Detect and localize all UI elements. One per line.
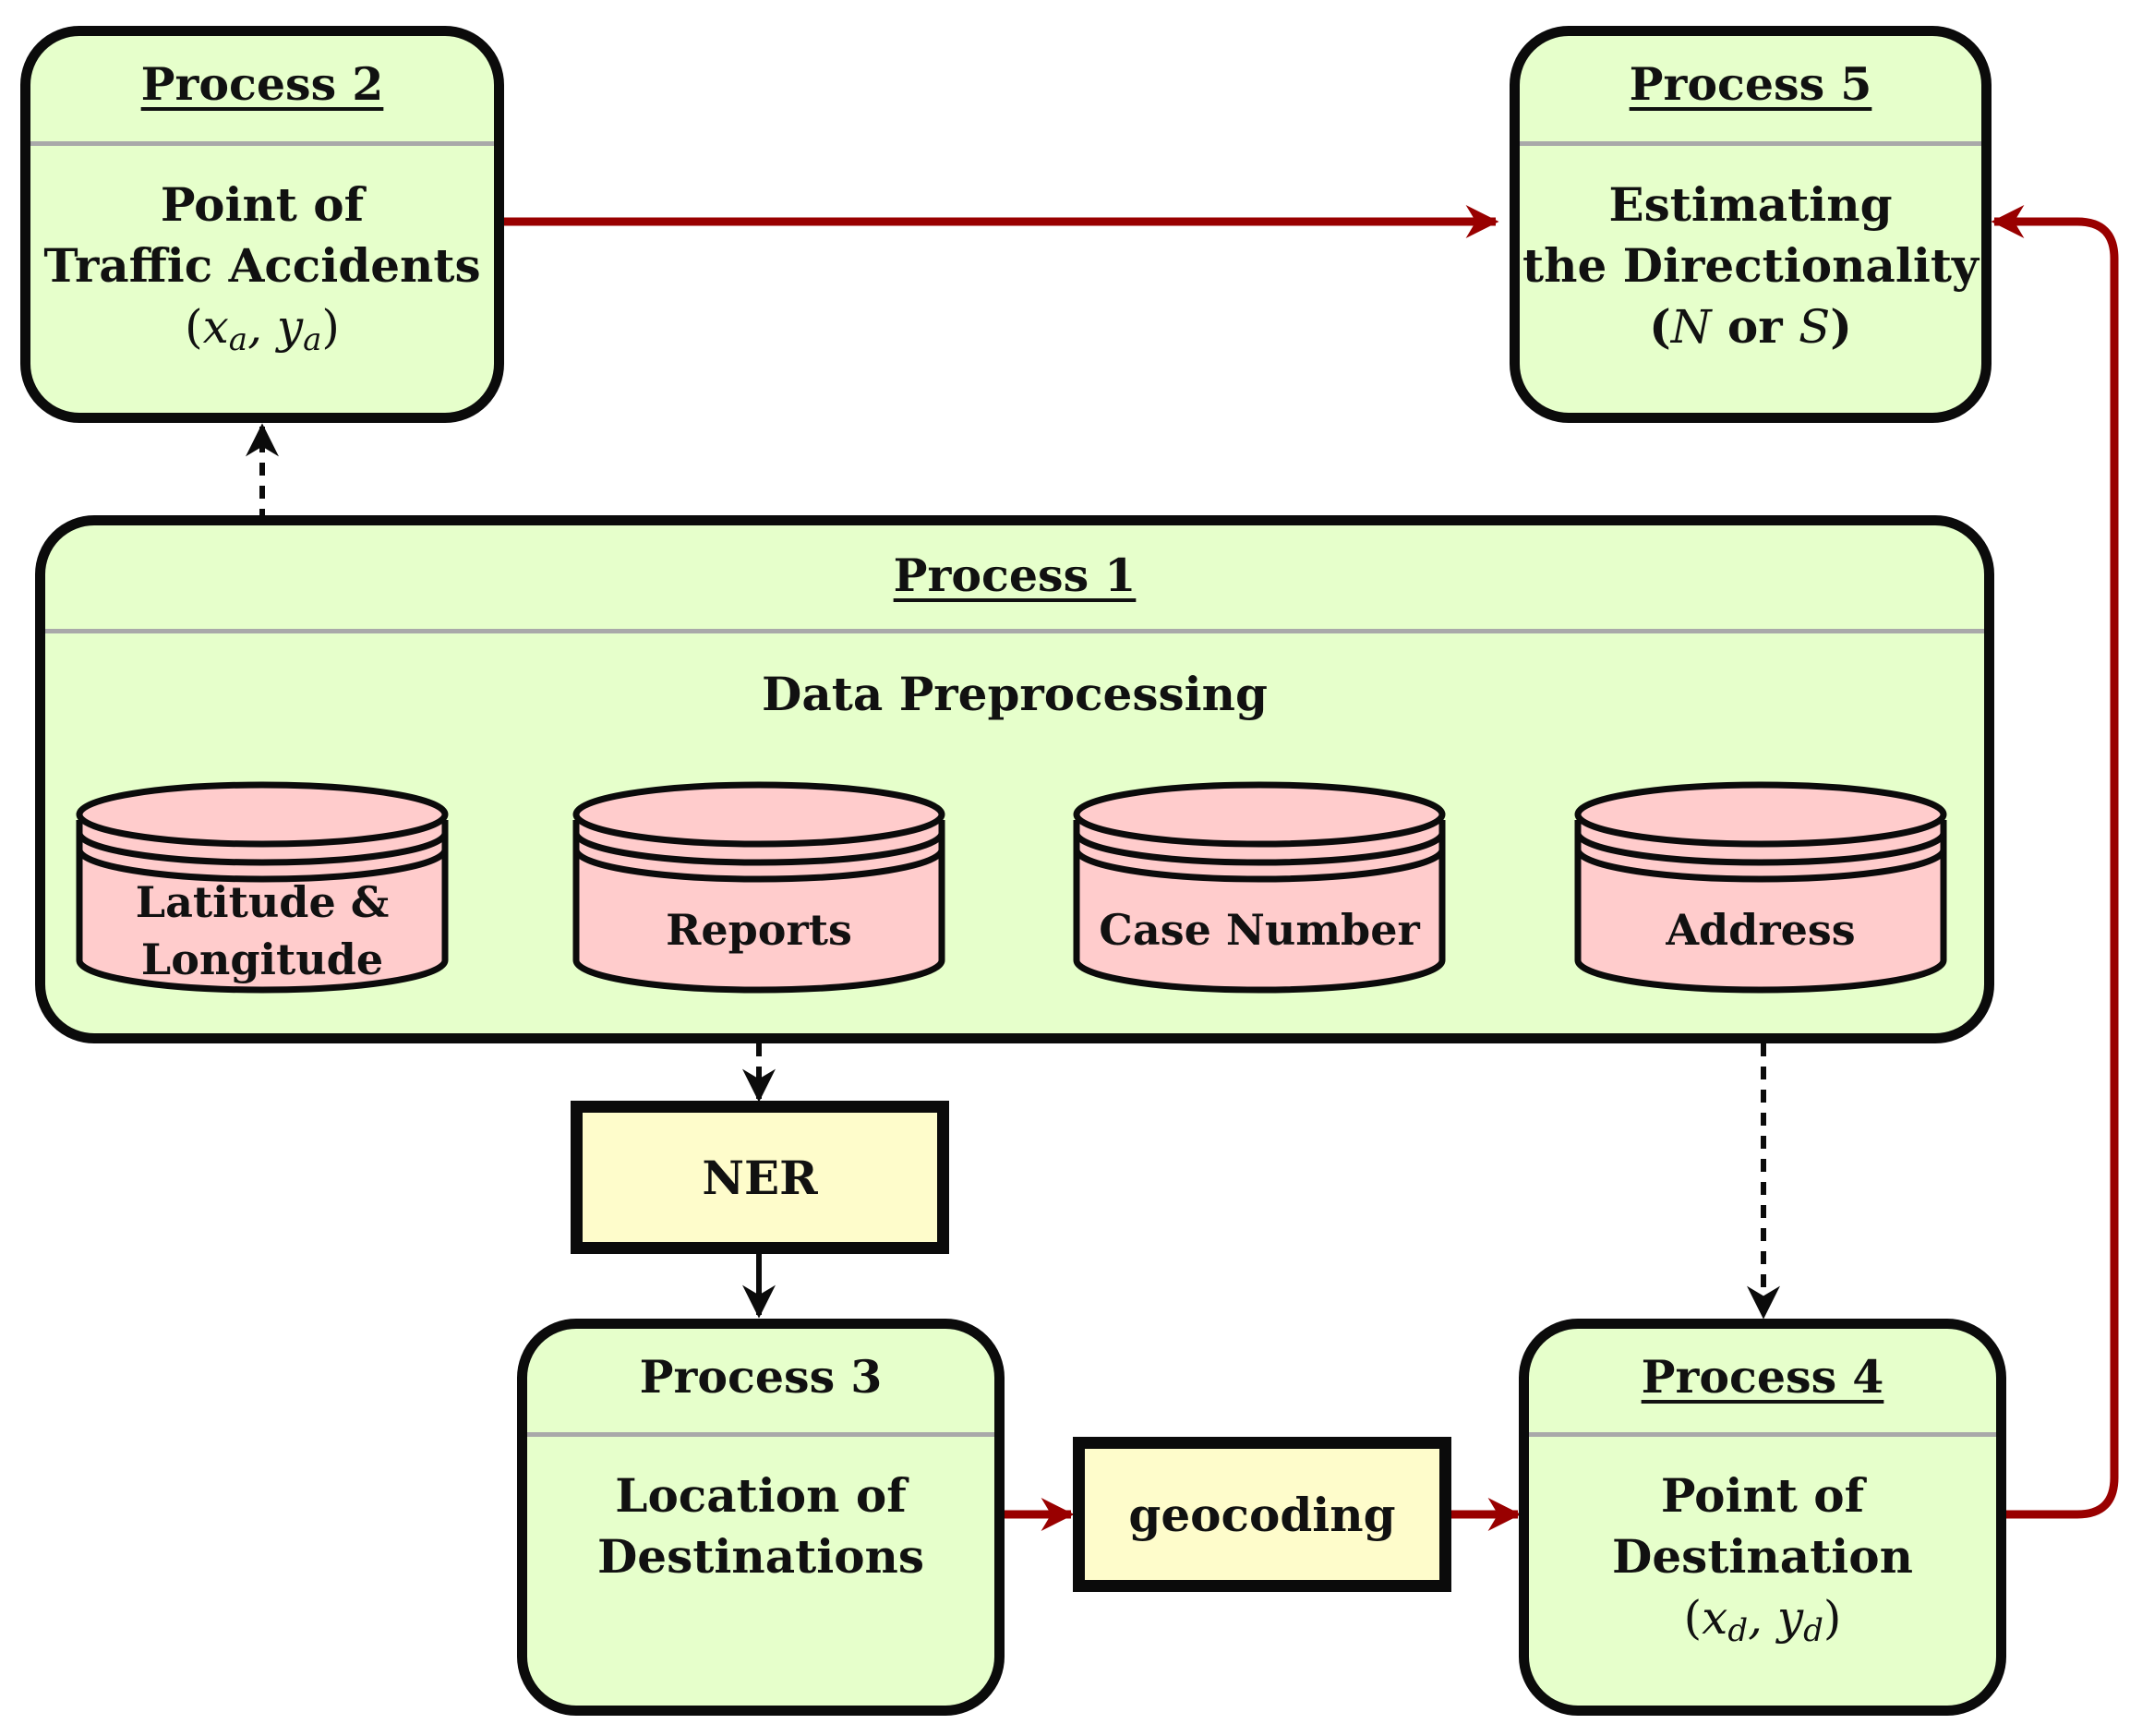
process5-line1: Estimating — [1608, 177, 1893, 232]
process2-box: Process 2 Point of Traffic Accidents (xa… — [20, 26, 504, 423]
process3-box: Process 3 Location of Destinations — [517, 1319, 1005, 1716]
process4-coordinates: (xd, yd) — [1683, 1591, 1842, 1649]
process2-line2: Traffic Accidents — [43, 238, 481, 293]
process4-line2: Destination — [1612, 1529, 1913, 1584]
database-lat-lon: Latitude & Longitude — [74, 776, 451, 997]
process3-separator — [527, 1432, 994, 1437]
database-case-number: Case Number — [1071, 776, 1448, 997]
process2-coordinates: (xa, ya) — [185, 300, 340, 358]
database-label: Case Number — [1099, 905, 1420, 955]
process2-body: Point of Traffic Accidents (xa, ya) — [30, 175, 494, 370]
process3-line1: Location of — [615, 1468, 907, 1523]
database-address: Address — [1572, 776, 1949, 997]
process5-body: Estimating the Directionality (N or S) — [1520, 175, 1981, 357]
process4-body: Point of Destination (xd, yd) — [1529, 1465, 1996, 1661]
process2-line1: Point of — [160, 177, 365, 232]
process5-direction: (N or S) — [1649, 299, 1852, 354]
database-label: Address — [1666, 905, 1856, 955]
process4-title: Process 4 — [1641, 1350, 1884, 1404]
process5-box: Process 5 Estimating the Directionality … — [1510, 26, 1992, 423]
process5-title: Process 5 — [1629, 57, 1872, 111]
process3-body: Location of Destinations — [527, 1465, 994, 1587]
process2-separator — [30, 141, 494, 146]
process3-line2: Destinations — [596, 1529, 925, 1584]
database-label: Reports — [666, 905, 852, 955]
process2-title: Process 2 — [140, 57, 384, 111]
process1-subtitle: Data Preprocessing — [762, 667, 1268, 721]
database-label: Latitude & Longitude — [135, 877, 390, 984]
process4-box: Process 4 Point of Destination (xd, yd) — [1519, 1319, 2006, 1716]
process5-separator — [1520, 141, 1981, 146]
process1-separator — [45, 629, 1984, 633]
arrow-process4-to-process5 — [1991, 205, 2119, 1519]
ner-box: NER — [571, 1101, 949, 1254]
process1-title: Process 1 — [893, 549, 1137, 602]
process5-line2: the Directionality — [1522, 238, 1979, 293]
process4-line1: Point of — [1660, 1468, 1865, 1523]
process4-separator — [1529, 1432, 1996, 1437]
geocoding-box: geocoding — [1073, 1437, 1451, 1592]
database-reports: Reports — [571, 776, 947, 997]
process3-title: Process 3 — [639, 1350, 883, 1404]
